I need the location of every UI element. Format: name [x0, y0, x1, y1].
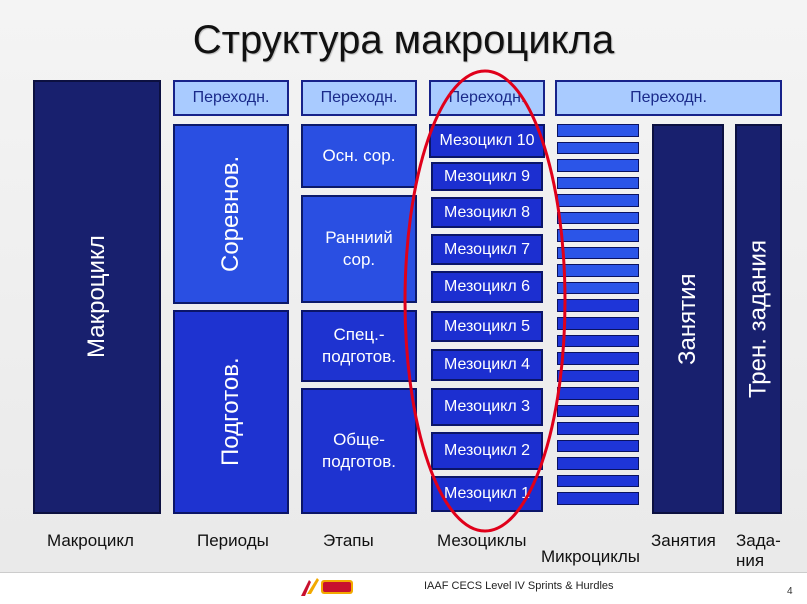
mesocycle-item: Мезоцикл 10	[429, 124, 545, 158]
mesocycle-item: Мезоцикл 3	[431, 388, 543, 426]
microcycle-bar	[557, 124, 639, 137]
microcycle-bar	[557, 352, 639, 365]
microcycle-bar	[557, 369, 639, 383]
mesocycle-item: Мезоцикл 2	[431, 432, 543, 470]
microcycle-bar	[557, 176, 639, 190]
microcycle-bar	[557, 317, 639, 330]
bottom-label-meso: Мезоциклы	[437, 531, 527, 550]
mesocycle-item: Мезоцикл 9	[431, 162, 543, 191]
stages-header: Переходн.	[301, 80, 417, 116]
bottom-label-macro: Макроцикл	[47, 531, 134, 550]
stage-special-prep: Спец.-подготов.	[301, 310, 417, 382]
microcycle-bar	[557, 264, 639, 277]
bottom-label-periods: Периоды	[197, 531, 269, 550]
bottom-label-tasks: Зада-ния	[736, 531, 781, 570]
stage-general-prep: Обще-подготов.	[301, 388, 417, 514]
microcycle-bar	[557, 141, 639, 155]
page-number: 4	[787, 586, 793, 597]
microcycle-bar	[557, 474, 639, 488]
footer-text: IAAF CECS Level IV Sprints & Hurdles	[424, 580, 614, 592]
mesocycle-item: Мезоцикл 5	[431, 311, 543, 342]
microcycle-bar	[557, 159, 639, 172]
mesocycle-item: Мезоцикл 4	[431, 349, 543, 381]
mesocycle-item: Мезоцикл 7	[431, 234, 543, 265]
microcycle-bar	[557, 299, 639, 312]
microcycle-bar	[557, 229, 639, 242]
mesocycle-item: Мезоцикл 8	[431, 197, 543, 228]
bottom-label-sessions: Занятия	[651, 531, 716, 550]
bottom-label-micro: Микроциклы	[541, 547, 641, 566]
stage-main-competition: Осн. сор.	[301, 124, 417, 188]
micro-header: Переходн.	[555, 80, 782, 116]
periods-header: Переходн.	[173, 80, 289, 116]
iaaf-logo	[301, 578, 353, 596]
microcycle-bar	[557, 211, 639, 225]
mesocycle-item: Мезоцикл 6	[431, 271, 543, 303]
microcycle-bar	[557, 246, 639, 260]
mesocycle-item: Мезоцикл 1	[431, 476, 543, 512]
microcycle-bar	[557, 404, 639, 418]
microcycle-bar	[557, 281, 639, 295]
microcycle-bar	[557, 334, 639, 348]
page-title: Структура макроцикла	[192, 18, 615, 62]
stage-early-competition: Ранниий сор.	[301, 195, 417, 303]
microcycle-bar	[557, 422, 639, 435]
bottom-label-stages: Этапы	[323, 531, 374, 550]
microcycle-bar	[557, 439, 639, 453]
microcycle-bar	[557, 457, 639, 470]
microcycle-bar	[557, 492, 639, 505]
footer-bar	[0, 572, 807, 604]
